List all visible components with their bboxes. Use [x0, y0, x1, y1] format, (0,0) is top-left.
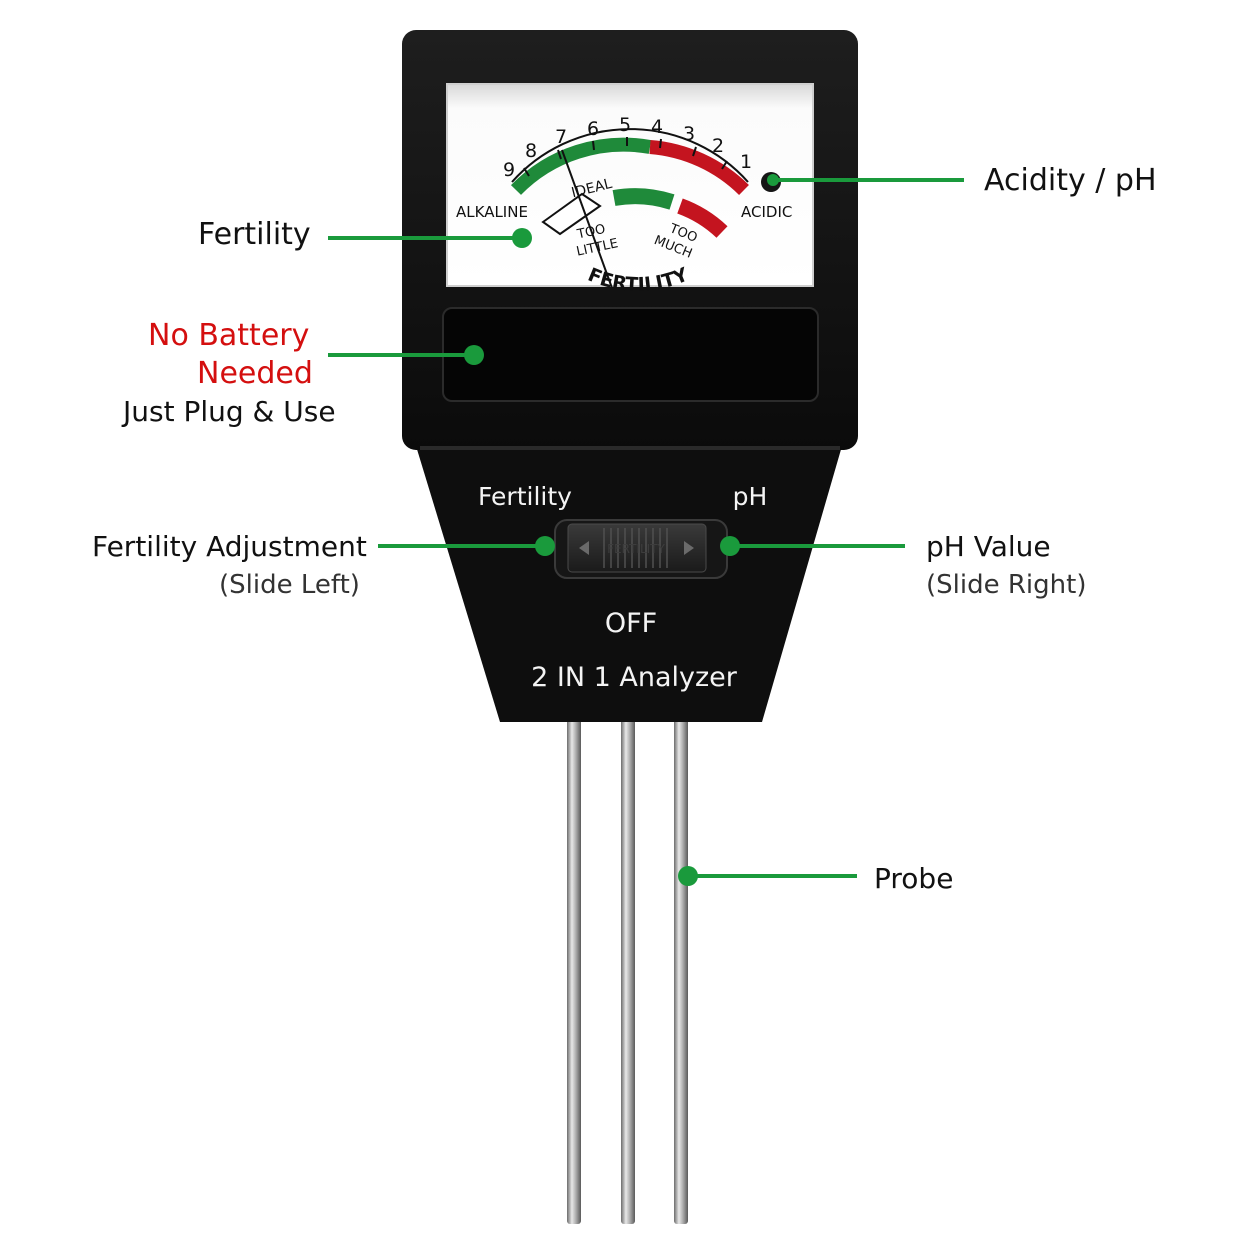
- callout-fertility: Fertility: [198, 217, 311, 252]
- switch-right-label: pH: [733, 482, 768, 511]
- callout-fert-adjust-1: Fertility Adjustment: [92, 530, 367, 563]
- callout-probe: Probe: [874, 862, 954, 895]
- switch-left-arrow-icon: [579, 541, 589, 555]
- meter-window: [446, 83, 814, 287]
- switch-right-arrow-icon: [684, 541, 694, 555]
- fertility-band-too-little: [541, 192, 602, 236]
- callout-ph-value-2: (Slide Right): [926, 570, 1087, 600]
- meter-needle: [561, 149, 613, 289]
- callout-ph-value-1: pH Value: [926, 530, 1051, 563]
- callout-fert-adjust-2: (Slide Left): [219, 570, 360, 600]
- callout-lines: [328, 174, 964, 886]
- probes: [567, 718, 688, 1224]
- callout-no-battery-1: No Battery: [148, 318, 310, 353]
- callout-no-battery-2: Needed: [197, 356, 313, 391]
- alkaline-label: ALKALINE: [456, 203, 528, 221]
- mode-switch[interactable]: FERTILITY: [554, 519, 728, 579]
- callout-dot-battery: [464, 345, 484, 365]
- ph-arc-red: [649, 140, 749, 196]
- ph-scale-4: 4: [651, 116, 663, 138]
- off-label: OFF: [605, 608, 657, 639]
- lower-housing: [416, 446, 842, 722]
- ph-tick-marks: [523, 137, 728, 177]
- fertility-band-too-much: [677, 198, 728, 238]
- model-label: 2 IN 1 Analyzer: [531, 662, 738, 693]
- probe-right: [674, 718, 688, 1224]
- too-little-label-1: TOO: [575, 222, 607, 243]
- meter-scale-labels: 9 8 7 6 5 4 3 2 1 ALKALINE ACIDIC IDEAL …: [456, 114, 792, 296]
- ph-arc-outline: [511, 128, 749, 183]
- fertility-band-ideal: [612, 188, 675, 210]
- switch-left-label: Fertility: [478, 482, 572, 511]
- callout-acidity: Acidity / pH: [984, 163, 1157, 198]
- ph-scale-8: 8: [525, 140, 537, 162]
- callout-dot-fertility: [512, 228, 532, 248]
- ph-scale-5: 5: [619, 114, 631, 136]
- callout-dot-probe: [678, 866, 698, 886]
- ph-scale-9: 9: [503, 159, 515, 181]
- ph-scale-1: 1: [740, 151, 752, 173]
- callout-dot-ph-value: [720, 536, 740, 556]
- callout-no-battery-3: Just Plug & Use: [123, 395, 336, 428]
- callout-dot-acidity: [767, 174, 779, 186]
- callout-dot-fert-adjust: [535, 536, 555, 556]
- label-plate: [442, 307, 819, 402]
- acidic-label: ACIDIC: [741, 203, 792, 221]
- ph-scale-6: 6: [587, 118, 599, 140]
- meter-dial: [446, 83, 814, 289]
- switch-grip-text: FERTILITY: [607, 542, 665, 556]
- switch-slider[interactable]: [567, 523, 707, 573]
- ph-scale-2: 2: [712, 135, 724, 157]
- ph-arc-green: [510, 137, 652, 195]
- probe-middle: [621, 718, 635, 1224]
- ph-scale-7: 7: [555, 126, 567, 148]
- probe-left: [567, 718, 581, 1224]
- ph-scale-3: 3: [683, 123, 695, 145]
